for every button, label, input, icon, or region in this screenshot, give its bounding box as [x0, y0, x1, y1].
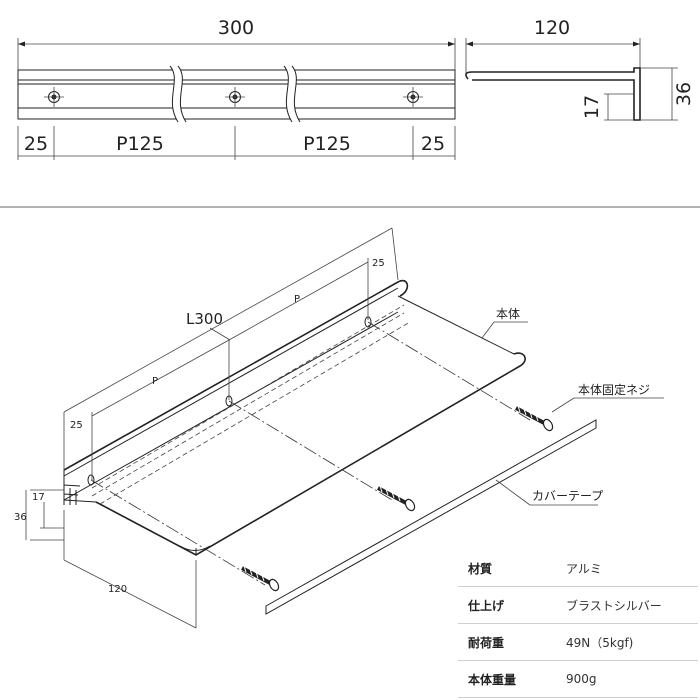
spec-value: 900g — [556, 660, 698, 698]
iso-pitch-a: P — [152, 376, 158, 387]
spec-value: ブラストシルバー — [556, 586, 698, 624]
iso-length-label: L300 — [186, 310, 223, 328]
screw-hole — [225, 87, 245, 107]
spec-table: 材質 アルミ 仕上げ ブラストシルバー 耐荷重 49N（5kgf) 本体重量 9… — [458, 550, 698, 698]
spec-row: 本体重量 900g — [458, 660, 698, 698]
fixing-screw — [241, 565, 280, 592]
callout-screw: 本体固定ネジ — [578, 382, 650, 397]
fixing-screw — [377, 485, 416, 512]
iso-lip-dim: 17 — [32, 492, 45, 503]
end-dim-right: 25 — [421, 133, 445, 155]
pitch-dim-right: P125 — [303, 133, 351, 155]
spec-value: アルミ — [556, 550, 698, 587]
spec-value: 49N（5kgf) — [556, 623, 698, 661]
screw-hole — [403, 87, 423, 107]
spec-label: 本体重量 — [458, 660, 556, 698]
break-mark — [169, 65, 187, 123]
end-dim-left: 25 — [24, 133, 48, 155]
side-height-dim: 36 — [673, 82, 695, 106]
iso-view: L300 P P 25 25 17 36 120 本体 本体固定ネジ — [14, 227, 664, 629]
screw-hole — [44, 87, 64, 107]
pitch-dim-left: P125 — [116, 133, 164, 155]
iso-end-b: 25 — [372, 258, 385, 269]
spec-label: 耐荷重 — [458, 623, 556, 661]
iso-end-a: 25 — [70, 420, 83, 431]
side-view: 120 36 17 — [465, 17, 695, 121]
fixing-screw — [515, 405, 554, 432]
top-length-dim: 300 — [218, 17, 254, 39]
rail-profile — [465, 67, 641, 121]
spec-row: 材質 アルミ — [458, 550, 698, 587]
side-lip-dim: 17 — [581, 95, 603, 119]
break-mark — [283, 65, 301, 123]
callout-cover-tape: カバーテープ — [532, 489, 603, 503]
iso-depth-dim: 120 — [108, 584, 127, 595]
top-view: 300 — [17, 17, 456, 160]
spec-label: 材質 — [458, 550, 556, 587]
spec-label: 仕上げ — [458, 586, 556, 624]
iso-height-dim: 36 — [14, 512, 27, 523]
spec-row: 耐荷重 49N（5kgf) — [458, 623, 698, 661]
side-depth-dim: 120 — [534, 17, 570, 39]
callout-body: 本体 — [496, 307, 520, 321]
iso-pitch-b: P — [294, 294, 300, 305]
spec-row: 仕上げ ブラストシルバー — [458, 586, 698, 624]
